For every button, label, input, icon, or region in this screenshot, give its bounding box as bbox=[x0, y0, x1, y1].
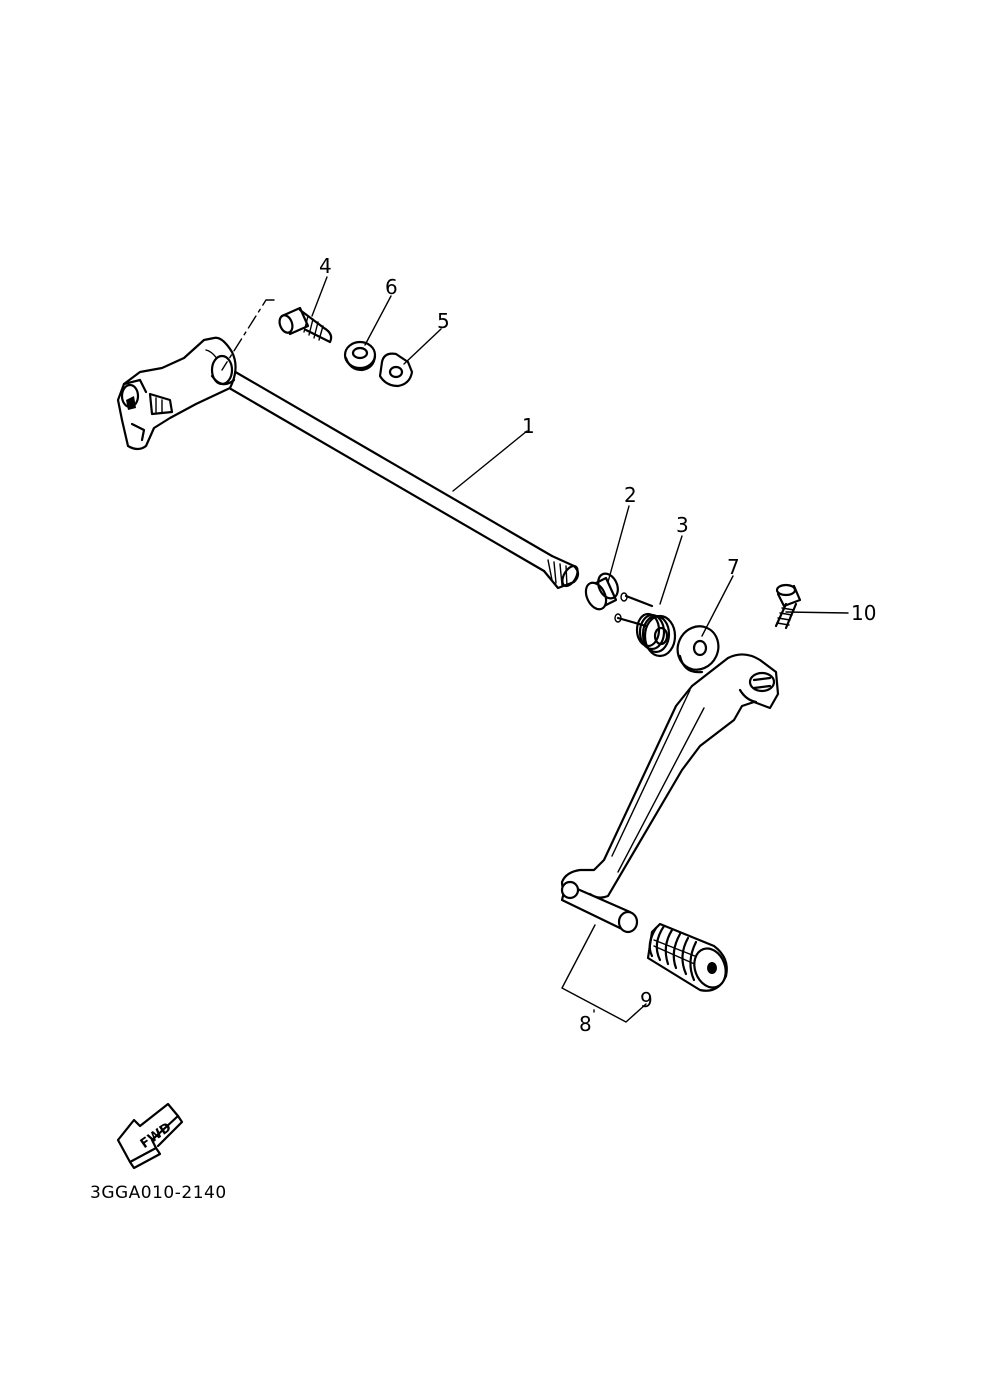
callout-10: 10 bbox=[851, 601, 876, 625]
callout-7: 7 bbox=[727, 555, 740, 579]
fwd-arrow-icon: FWD bbox=[116, 1102, 184, 1170]
shift-shaft bbox=[116, 336, 580, 590]
shift-pedal bbox=[560, 653, 780, 934]
callout-5: 5 bbox=[437, 309, 450, 333]
leader-lines bbox=[311, 276, 849, 1023]
alignment-line bbox=[221, 299, 275, 371]
callout-9: 9 bbox=[640, 988, 653, 1012]
part-6-nut bbox=[343, 340, 377, 372]
callout-3: 3 bbox=[676, 513, 689, 537]
part-2-collar bbox=[584, 572, 619, 611]
part-7-washer bbox=[676, 625, 720, 674]
callout-8: 8 bbox=[579, 1012, 592, 1036]
part-4-bolt bbox=[278, 306, 333, 344]
callout-2: 2 bbox=[624, 483, 637, 507]
callout-6: 6 bbox=[385, 275, 398, 299]
callout-1: 1 bbox=[522, 414, 535, 438]
part-5-washer bbox=[378, 352, 414, 388]
callout-4: 4 bbox=[319, 254, 332, 278]
part-9-rubber bbox=[646, 922, 728, 992]
part-10-bolt bbox=[774, 583, 802, 630]
diagram-code: 3GGA010-2140 bbox=[90, 1183, 227, 1203]
part-3-spring bbox=[614, 592, 677, 658]
callout-labels: 1 2 3 4 5 6 7 8 9 10 bbox=[319, 254, 876, 1036]
